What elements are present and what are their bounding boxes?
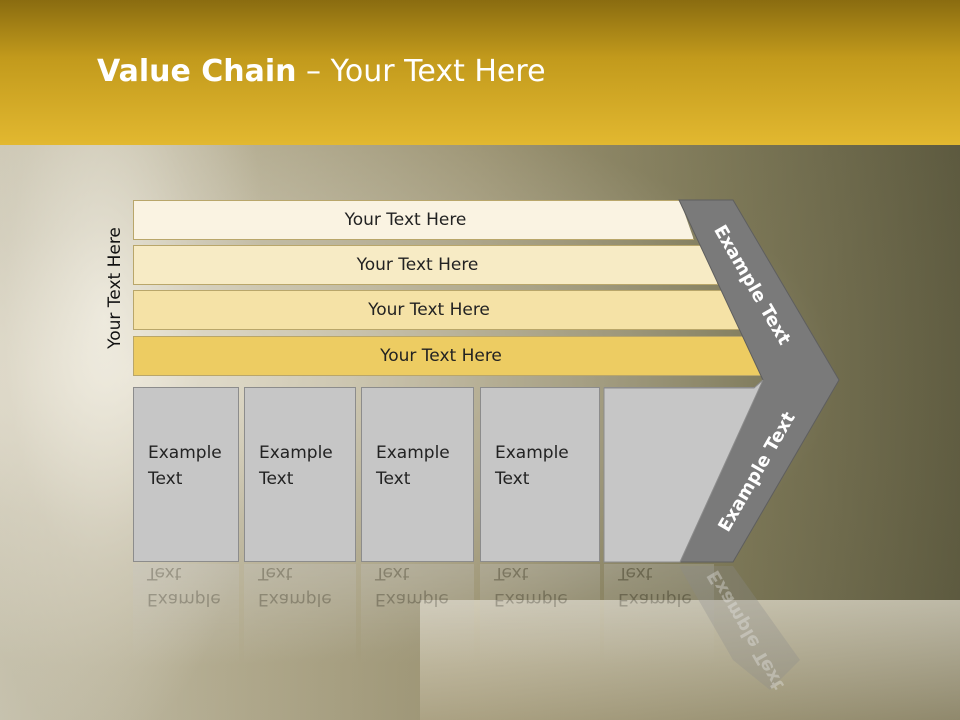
cell-2[interactable]: Example Text bbox=[244, 387, 356, 562]
cell-1-line2: Text bbox=[148, 469, 183, 489]
chevron-reflection bbox=[679, 566, 800, 690]
slide-title: Value Chain – Your Text Here bbox=[97, 54, 546, 89]
band-3[interactable]: Your Text Here bbox=[133, 290, 741, 330]
band-4-label: Your Text Here bbox=[380, 346, 502, 366]
title-rest-part: – Your Text Here bbox=[296, 54, 546, 89]
band-2-label: Your Text Here bbox=[356, 255, 479, 275]
title-bar: Value Chain – Your Text Here bbox=[0, 0, 960, 145]
band-1-label: Your Text Here bbox=[344, 210, 467, 230]
band-3-label: Your Text Here bbox=[368, 300, 490, 320]
title-bold-part: Value Chain bbox=[97, 54, 297, 89]
cell-3[interactable]: Example Text bbox=[361, 387, 474, 562]
cell-4[interactable]: Example Text bbox=[480, 387, 600, 562]
cell-1[interactable]: Example Text bbox=[133, 387, 239, 562]
band-4[interactable]: Your Text Here bbox=[133, 336, 765, 376]
cell-3-line2: Text bbox=[376, 469, 411, 489]
cell-5-fill bbox=[603, 379, 764, 563]
cell-2-line1: Example bbox=[259, 443, 333, 463]
cell-3-line1: Example bbox=[376, 443, 450, 463]
cell-4-line2: Text bbox=[495, 469, 530, 489]
cell-1-line1: Example bbox=[148, 443, 222, 463]
cell-2-line2: Text bbox=[259, 469, 294, 489]
beehive-photo-area bbox=[420, 600, 960, 720]
band-1[interactable]: Your Text Here bbox=[133, 200, 694, 240]
band-2[interactable]: Your Text Here bbox=[133, 245, 718, 285]
cell-4-line1: Example bbox=[495, 443, 569, 463]
